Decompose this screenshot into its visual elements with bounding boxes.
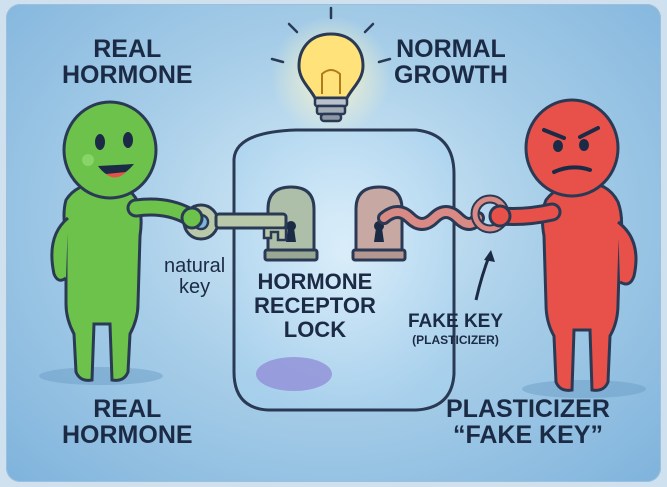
cell-nucleus	[256, 357, 332, 391]
arrow-up-icon	[476, 250, 495, 300]
plasticizer-figure	[490, 100, 646, 398]
fake-key-label: FAKE KEY (PLASTICIZER)	[408, 312, 503, 347]
bottom-right-label: PLASTICIZER“FAKE KEY”	[446, 396, 610, 449]
real-hormone-figure	[39, 102, 202, 385]
lock-icon	[353, 187, 405, 260]
